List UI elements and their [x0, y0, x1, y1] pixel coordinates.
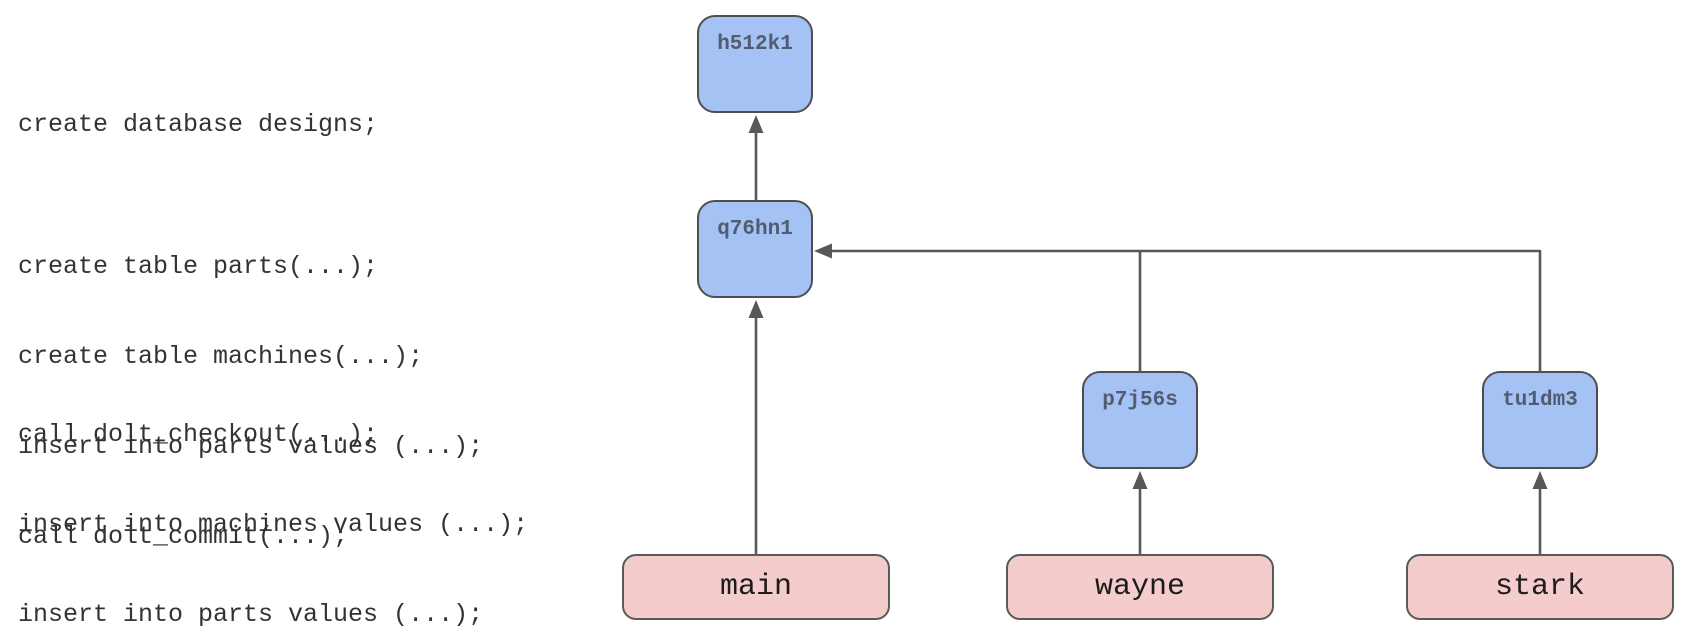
branch-box-stark: stark — [1406, 554, 1674, 620]
code-block-first-commit: create table parts(...); create table ma… — [18, 192, 483, 612]
commit-node-h512k1: h512k1 — [697, 15, 813, 113]
branch-box-main: main — [622, 554, 890, 620]
commit-node-p7j56s: p7j56s — [1082, 371, 1198, 469]
arrowhead-left-into-q76hn1 — [814, 243, 832, 259]
commit-id-label: p7j56s — [1102, 389, 1178, 412]
code-line: insert into parts values (...); — [18, 600, 484, 629]
commit-node-q76hn1: q76hn1 — [697, 200, 813, 298]
branch-name-label: stark — [1494, 570, 1585, 604]
branch-name-label: wayne — [1094, 570, 1185, 604]
code-line: insert into parts values (...); — [18, 432, 484, 461]
code-line: create table machines(...); — [18, 342, 424, 371]
arrowhead-up-into-q76hn1 — [748, 300, 764, 318]
arrowhead-up-into-h512k1 — [748, 115, 764, 133]
branch-box-wayne: wayne — [1006, 554, 1274, 620]
arrowhead-up-into-tu1dm3 — [1532, 471, 1548, 489]
commit-node-tu1dm3: tu1dm3 — [1482, 371, 1598, 469]
code-line: call dolt_checkout(...); — [18, 420, 379, 449]
commit-id-label: q76hn1 — [717, 218, 793, 241]
code-line: create database designs; — [18, 110, 379, 139]
code-line: insert into machines values (...); — [18, 510, 529, 539]
code-line: create table parts(...); — [18, 252, 379, 281]
code-line: call dolt_commit(...); — [18, 522, 349, 551]
commit-id-label: h512k1 — [717, 33, 793, 56]
code-block-branch-commit: call dolt_checkout(...); insert into mac… — [18, 360, 528, 634]
edge-tu1dm3-to-q76hn1 — [828, 249, 1542, 371]
branch-name-label: main — [719, 570, 792, 604]
code-block-create-database: create database designs; — [18, 50, 378, 200]
commit-id-label: tu1dm3 — [1502, 389, 1578, 412]
arrowhead-up-into-p7j56s — [1132, 471, 1148, 489]
